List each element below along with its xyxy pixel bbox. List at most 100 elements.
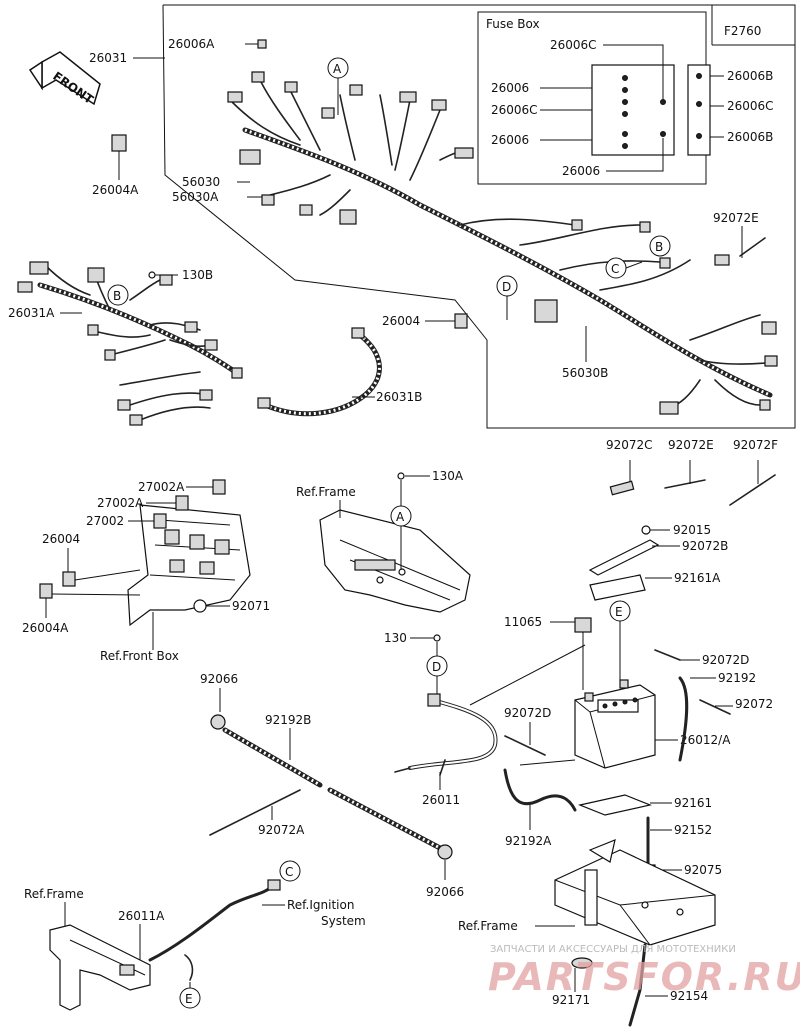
fuse-label-26006b-a: 26006B xyxy=(727,69,773,83)
label-27002a-1: 27002A xyxy=(138,480,185,494)
label-92072a: 92072A xyxy=(258,823,305,837)
front-box-assembly xyxy=(39,479,251,627)
label-27002: 27002 xyxy=(86,514,124,528)
top-harness-group-outline xyxy=(162,4,796,429)
ref-frame-br: Ref.Frame xyxy=(458,919,518,933)
svg-text:B: B xyxy=(113,289,121,303)
callout-a-top: A xyxy=(327,57,349,115)
front-arrow-icon: FRONT xyxy=(28,51,101,107)
label-56030: 56030 xyxy=(182,175,220,189)
label-26031: 26031 xyxy=(89,51,127,65)
callout-e-bottom: E xyxy=(179,982,201,1009)
label-92072d-2: 92072D xyxy=(504,706,551,720)
svg-text:E: E xyxy=(185,992,193,1006)
label-92154: 92154 xyxy=(670,989,708,1003)
battery-tray xyxy=(554,839,716,946)
fuse-label-26006b-b: 26006B xyxy=(727,130,773,144)
label-26004: 26004 xyxy=(42,532,80,546)
callout-b-left: B xyxy=(107,284,129,306)
fuse-label-26006-b: 26006 xyxy=(491,133,529,147)
label-92152: 92152 xyxy=(674,823,712,837)
label-26011: 26011 xyxy=(422,793,460,807)
label-92072b: 92072B xyxy=(682,539,728,553)
label-26004a: 26004A xyxy=(22,621,69,635)
label-92066-2: 92066 xyxy=(426,885,464,899)
label-92161: 92161 xyxy=(674,796,712,810)
fuse-leader-lines xyxy=(540,44,724,172)
label-92192: 92192 xyxy=(718,671,756,685)
label-26011a: 26011A xyxy=(118,909,165,923)
sub-harness-26031a xyxy=(17,261,243,426)
ref-frame-bl: Ref.Frame xyxy=(24,887,84,901)
ref-ignition-2: System xyxy=(321,914,366,928)
label-92161a: 92161A xyxy=(674,571,721,585)
label-26004-top: 26004 xyxy=(382,314,420,328)
svg-text:B: B xyxy=(655,240,663,254)
callout-c-top: C xyxy=(605,257,643,279)
label-92072f: 92072F xyxy=(733,438,778,452)
watermark: ЗАПЧАСТИ И АКСЕССУАРЫ ДЛЯ МОТОТЕХНИКИ PA… xyxy=(488,944,800,999)
label-26006a: 26006A xyxy=(168,37,215,51)
main-harness-26031 xyxy=(229,79,776,409)
svg-text:D: D xyxy=(502,280,511,294)
fuse-dots xyxy=(622,73,702,149)
svg-text:A: A xyxy=(333,62,342,76)
label-92072: 92072 xyxy=(735,697,773,711)
svg-text:C: C xyxy=(611,262,619,276)
callout-c-bottom: C xyxy=(279,860,301,882)
label-56030a: 56030A xyxy=(172,190,219,204)
label-130b: 130B xyxy=(182,268,213,282)
frame-bottom-left xyxy=(49,924,151,1011)
diagram-code: F2760 xyxy=(724,24,761,38)
callout-a-frame: A xyxy=(390,505,412,570)
label-92072e: 92072E xyxy=(668,438,714,452)
fuse-box-title: Fuse Box xyxy=(486,17,540,31)
label-26031b: 26031B xyxy=(376,390,422,404)
label-92072d-1: 92072D xyxy=(702,653,749,667)
sub-harness-26031b xyxy=(257,327,382,417)
tube-92192b xyxy=(210,714,453,860)
fuse-label-26006-a: 26006 xyxy=(491,81,529,95)
svg-text:C: C xyxy=(285,865,293,879)
svg-text:A: A xyxy=(396,510,405,524)
callout-b-top: B xyxy=(649,235,671,257)
label-130: 130 xyxy=(384,631,407,645)
cable-26011 xyxy=(394,693,498,776)
ref-front-box: Ref.Front Box xyxy=(100,649,179,663)
ref-frame-top: Ref.Frame xyxy=(296,485,356,499)
watermark-large: PARTSFOR.RU xyxy=(488,955,800,999)
label-92192b: 92192B xyxy=(265,713,311,727)
callout-e-battery: E xyxy=(609,600,631,680)
svg-text:E: E xyxy=(615,605,623,619)
fuse-label-26006c-b: 26006C xyxy=(491,103,538,117)
callout-d-top: D xyxy=(496,275,518,320)
callout-d-cable: D xyxy=(426,655,448,698)
svg-text:D: D xyxy=(432,660,441,674)
label-11065: 11065 xyxy=(504,615,542,629)
label-92192a: 92192A xyxy=(505,834,552,848)
label-92015: 92015 xyxy=(673,523,711,537)
ref-ignition-1: Ref.Ignition xyxy=(287,898,354,912)
label-26004a-top: 26004A xyxy=(92,183,139,197)
label-27002a-2: 27002A xyxy=(97,496,144,510)
fuse-label-26006-c: 26006 xyxy=(562,164,600,178)
battery-26012 xyxy=(574,679,656,769)
label-92071: 92071 xyxy=(232,599,270,613)
harness-connectors xyxy=(227,71,778,415)
cable-26011a xyxy=(148,879,281,981)
fuse-box-inset: Fuse Box 26006C 26006 xyxy=(477,11,774,185)
fuse-label-26006c-c: 26006C xyxy=(727,99,774,113)
watermark-small: ЗАПЧАСТИ И АКСЕССУАРЫ ДЛЯ МОТОТЕХНИКИ xyxy=(490,944,736,955)
label-92072c: 92072C xyxy=(606,438,653,452)
fuse-label-26006c-a: 26006C xyxy=(550,38,597,52)
label-92171: 92171 xyxy=(552,993,590,1007)
frame-section xyxy=(319,509,471,613)
label-26012: 26012/A xyxy=(680,733,731,747)
label-92072e-top: 92072E xyxy=(713,211,759,225)
label-130a: 130A xyxy=(432,469,464,483)
label-92066-1: 92066 xyxy=(200,672,238,686)
label-56030b: 56030B xyxy=(562,366,608,380)
label-92075: 92075 xyxy=(684,863,722,877)
label-26031a: 26031A xyxy=(8,306,55,320)
